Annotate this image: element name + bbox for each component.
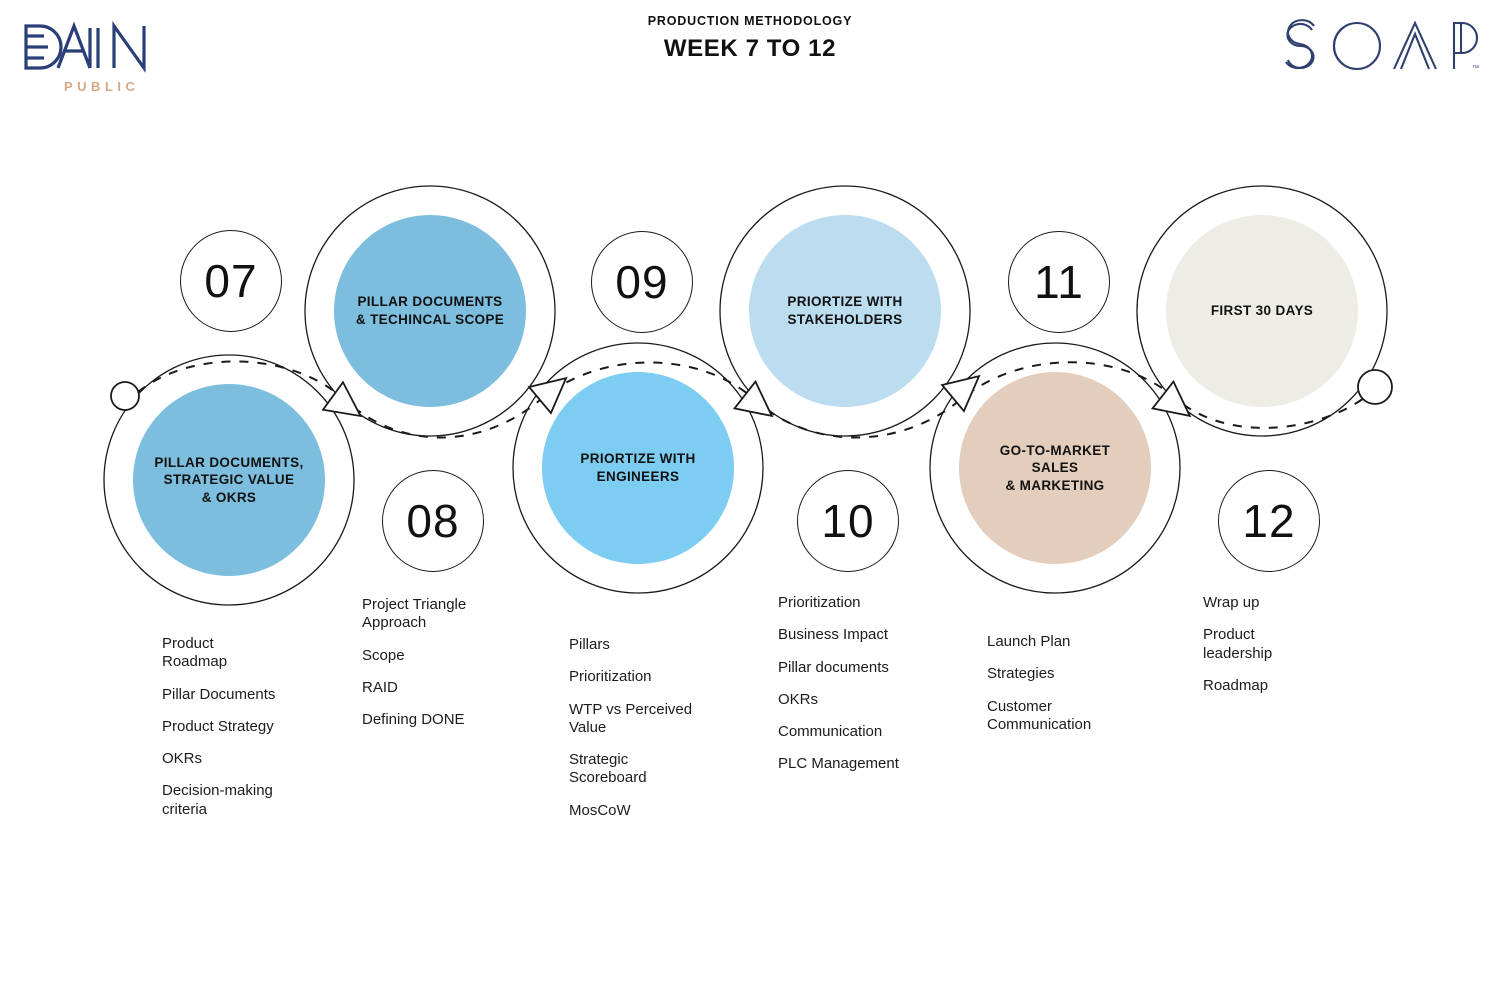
list-item: Prioritization — [569, 668, 652, 686]
step-badge-07[interactable]: 07 — [180, 230, 282, 332]
step-number-09: 09 — [615, 256, 669, 308]
list-item: Project Triangle Approach — [362, 596, 467, 632]
flow-end-dot — [1357, 369, 1393, 405]
list-item: Customer Communication — [987, 697, 1092, 733]
node-label-12: FIRST 30 DAYS — [1210, 303, 1314, 319]
node-circle-07[interactable]: PILLAR DOCUMENTS, STRATEGIC VALUE & OKRS — [133, 384, 325, 576]
bain-public-logo-sub: PUBLIC — [64, 79, 139, 94]
list-item: OKRs — [778, 690, 819, 708]
bain-public-logo-mark: PUBLIC — [24, 21, 146, 94]
arrowhead-5 — [1150, 379, 1192, 418]
node-circle-11[interactable]: GO-TO-MARKET SALES & MARKETING — [959, 372, 1151, 564]
list-item: Defining DONE — [362, 711, 465, 729]
detail-list-11: Launch Plan Strategies Customer Communic… — [987, 633, 1172, 734]
bain-public-logo: PUBLIC — [18, 18, 218, 98]
detail-list-12: Wrap up Product leadership Roadmap — [1203, 594, 1383, 695]
page-title: WEEK 7 TO 12 — [663, 35, 837, 62]
list-item: MosCoW — [569, 801, 631, 819]
list-item: WTP vs Perceived Value — [569, 700, 693, 736]
node-label-08: PILLAR DOCUMENTS & TECHINCAL SCOPE — [355, 294, 505, 327]
node-label-07: PILLAR DOCUMENTS, STRATEGIC VALUE & OKRS — [154, 454, 304, 505]
step-number-11: 11 — [1034, 256, 1084, 308]
list-item: Pillars — [569, 636, 610, 653]
node-label-10: PRIORTIZE WITH STAKEHOLDERS — [787, 294, 903, 327]
soap-logo: ™ — [1274, 12, 1484, 84]
node-circle-08[interactable]: PILLAR DOCUMENTS & TECHINCAL SCOPE — [334, 215, 526, 407]
soap-logo-trademark: ™ — [1472, 65, 1479, 72]
node-circle-12[interactable]: FIRST 30 DAYS — [1166, 215, 1358, 407]
list-item: Strategic Scoreboard — [569, 751, 647, 787]
list-item: PLC Management — [778, 755, 899, 773]
detail-list-07: Product Roadmap Pillar Documents Product… — [162, 635, 342, 819]
detail-list-08: Project Triangle Approach Scope RAID Def… — [362, 596, 542, 729]
list-item: Business Impact — [778, 626, 889, 644]
list-item: Launch Plan — [987, 633, 1071, 650]
soap-logo-mark: ™ — [1285, 19, 1479, 72]
page-header: PRODUCTION METHODOLOGY WEEK 7 TO 12 — [0, 14, 1500, 64]
list-item: Wrap up — [1203, 594, 1260, 611]
list-item: Decision-making criteria — [162, 782, 273, 818]
node-circle-10[interactable]: PRIORTIZE WITH STAKEHOLDERS — [749, 215, 941, 407]
list-item: Scope — [362, 646, 405, 664]
list-item: Roadmap — [1203, 676, 1269, 694]
dashed-flow-path — [137, 360, 1365, 439]
list-item: Pillar Documents — [162, 685, 276, 703]
step-number-10: 10 — [821, 495, 875, 547]
step-number-07: 07 — [204, 255, 258, 307]
node-label-09: PRIORTIZE WITH ENGINEERS — [580, 451, 696, 484]
list-item: OKRs — [162, 750, 203, 768]
step-badge-11[interactable]: 11 — [1008, 231, 1110, 333]
detail-list-10: Prioritization Business Impact Pillar do… — [778, 594, 963, 774]
step-number-08: 08 — [406, 495, 460, 547]
list-item: Product leadership — [1203, 626, 1273, 662]
flow-start-dot — [110, 381, 140, 411]
step-badge-10[interactable]: 10 — [797, 470, 899, 572]
list-item: RAID — [362, 678, 398, 696]
step-number-12: 12 — [1242, 495, 1296, 547]
arrowhead-1 — [321, 380, 363, 418]
list-item: Strategies — [987, 665, 1055, 683]
list-item: Product Strategy — [162, 717, 274, 735]
list-item: Prioritization — [778, 594, 861, 611]
arrowhead-3 — [732, 379, 774, 418]
list-item: Pillar documents — [778, 658, 889, 676]
list-item: Communication — [778, 723, 883, 741]
step-badge-09[interactable]: 09 — [591, 231, 693, 333]
node-label-11: GO-TO-MARKET SALES & MARKETING — [999, 442, 1111, 493]
step-badge-08[interactable]: 08 — [382, 470, 484, 572]
node-circle-09[interactable]: PRIORTIZE WITH ENGINEERS — [542, 372, 734, 564]
detail-list-09: Pillars Prioritization WTP vs Perceived … — [569, 636, 749, 820]
list-item: Product Roadmap — [162, 635, 228, 671]
header-eyebrow: PRODUCTION METHODOLOGY — [647, 14, 853, 28]
step-badge-12[interactable]: 12 — [1218, 470, 1320, 572]
